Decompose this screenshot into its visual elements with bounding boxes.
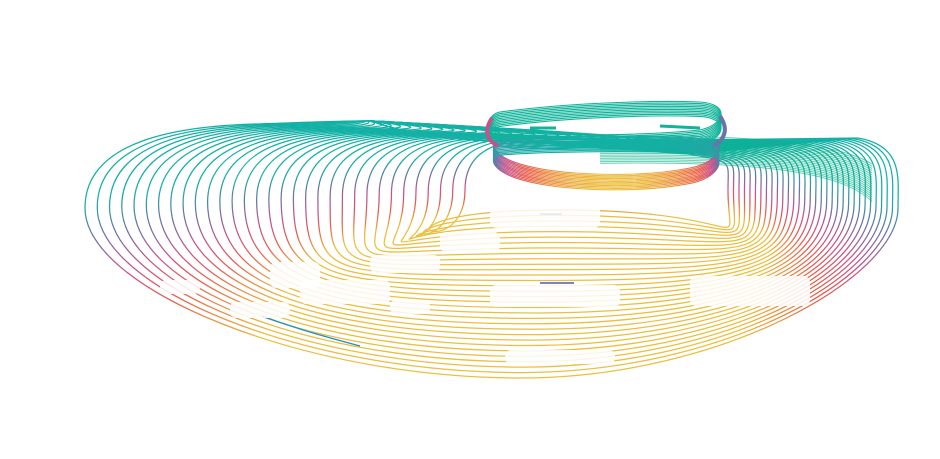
contour-gap [490,285,620,307]
contour-gap [690,276,810,306]
contour-gap [390,300,430,314]
contour-gap [370,255,440,273]
ring-top-loop [488,104,722,139]
ring-bottom-loop [493,138,720,178]
large-contour-disc [84,120,899,379]
ring-top-loop [488,107,722,142]
green-fan-line [599,159,873,198]
contour-gap [568,195,638,209]
ring-bottom-loop [493,149,720,189]
ring-bottom-loop [493,151,720,191]
contour-line [371,120,731,233]
green-fan-line [599,157,873,196]
small-twisted-ring [485,100,727,191]
ring-bottom-loop [493,144,720,184]
green-fan-line [599,162,873,202]
green-fan-line [599,148,873,182]
ring-bottom-loop [493,145,720,185]
ring-top-loop [488,100,722,136]
ring-bottom-loop [493,148,720,188]
contour-gap [160,280,200,294]
green-fan-line [599,152,873,189]
ring-bottom-loop [493,135,720,175]
accent-stroke [261,315,361,347]
ring-bottom-loop [493,141,720,181]
contour-gaps [160,195,810,364]
ring-top-loop [488,105,722,141]
ring-bottom-loop [493,137,720,177]
green-fan-line [599,160,873,200]
ring-twist-right [712,114,727,148]
green-fan-line [599,154,873,191]
contour-gap [505,350,615,364]
contour-gap [300,280,390,304]
ring-twist-center [659,124,701,130]
contour-gap [440,232,500,252]
contour-gap [490,204,600,228]
ring-bottom-loop [493,146,720,187]
ring-top-loop [488,102,722,137]
ring-bottom-loop [493,142,720,182]
green-fan-line [599,156,873,193]
ring-bottom-loop [493,139,720,180]
contour-gap [230,302,290,318]
ring-twist-left [485,116,499,148]
